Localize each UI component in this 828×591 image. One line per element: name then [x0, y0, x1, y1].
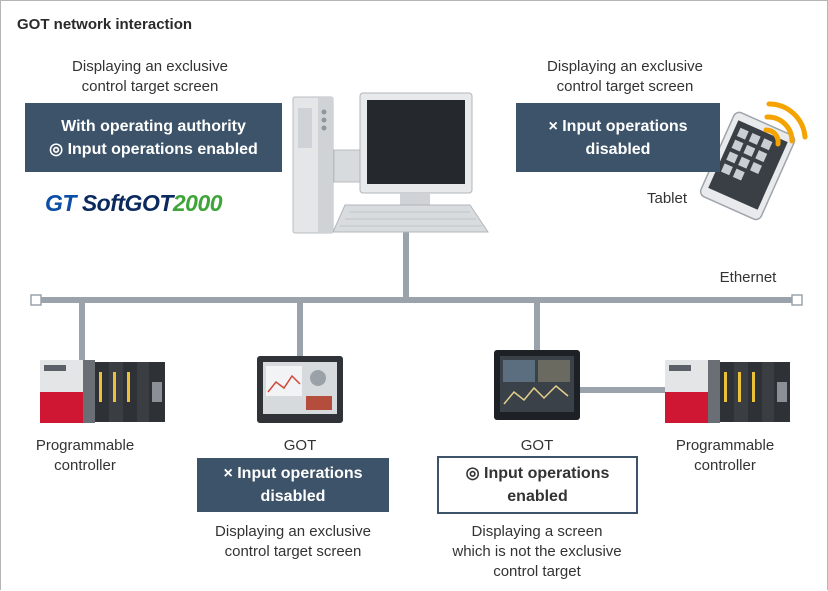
pc-keyboard-icon [332, 204, 489, 233]
label-line: controller [694, 457, 756, 474]
got-left-caption: Displaying an exclusive control target s… [180, 522, 406, 562]
status-line: ◎ Input operations enabled [49, 140, 258, 158]
top-left-caption: Displaying an exclusive control target s… [30, 57, 270, 97]
tablet-icon [699, 111, 796, 221]
caption-line: Displaying an exclusive [72, 58, 228, 75]
plc-right-label: Programmable controller [665, 436, 785, 476]
softgot-status-box: With operating authority ◎ Input operati… [25, 103, 282, 172]
got-left-label: GOT [283, 437, 317, 454]
caption-line: control target screen [556, 78, 694, 95]
caption-line: control target screen [81, 78, 219, 95]
status-line: × Input operations [548, 117, 688, 135]
status-line: disabled [585, 140, 651, 158]
plc-left-label: Programmable controller [25, 436, 145, 476]
label-line: controller [54, 457, 116, 474]
status-line: disabled [260, 488, 326, 505]
caption-line: Displaying an exclusive [215, 523, 371, 540]
caption-line: control target [493, 563, 581, 580]
status-line: × Input operations [223, 465, 363, 482]
got-left-icon [257, 356, 343, 423]
pc-monitor-icon [359, 92, 473, 205]
plc-right-icon [665, 360, 790, 423]
label-line: Programmable [675, 437, 775, 454]
logo-2000: 2000 [172, 190, 223, 216]
caption-line: control target screen [224, 543, 362, 560]
status-line: enabled [507, 488, 568, 505]
gt-softgot2000-logo: GT SoftGOT2000 [45, 190, 223, 217]
got-left-status-box: × Input operations disabled [197, 458, 389, 512]
bus-terminator-left [30, 294, 42, 306]
status-line: ◎ Input operations [465, 465, 610, 482]
tablet-label: Tablet [646, 190, 688, 207]
diagram-title: GOT network interaction [17, 16, 193, 33]
status-line: With operating authority [61, 117, 246, 135]
bus-terminator-right [791, 294, 803, 306]
caption-line: which is not the exclusive [452, 543, 622, 560]
top-right-caption: Displaying an exclusive control target s… [505, 57, 745, 97]
got-right-caption: Displaying a screen which is not the exc… [420, 522, 654, 582]
caption-line: Displaying an exclusive [547, 58, 703, 75]
got-right-label: GOT [520, 437, 554, 454]
caption-line: Displaying a screen [471, 523, 603, 540]
ethernet-label: Ethernet [719, 269, 777, 286]
got-right-icon [494, 350, 580, 420]
logo-softgot: SoftGOT [81, 190, 174, 216]
got-right-status-box: ◎ Input operations enabled [437, 456, 638, 514]
ethernet-network [30, 232, 803, 393]
plc-left-icon [40, 360, 165, 423]
logo-gt: GT [45, 190, 76, 216]
pc-tower-icon [292, 96, 361, 234]
tablet-status-box: × Input operations disabled [516, 103, 720, 172]
label-line: Programmable [35, 437, 135, 454]
wifi-signal-icon [763, 101, 808, 147]
